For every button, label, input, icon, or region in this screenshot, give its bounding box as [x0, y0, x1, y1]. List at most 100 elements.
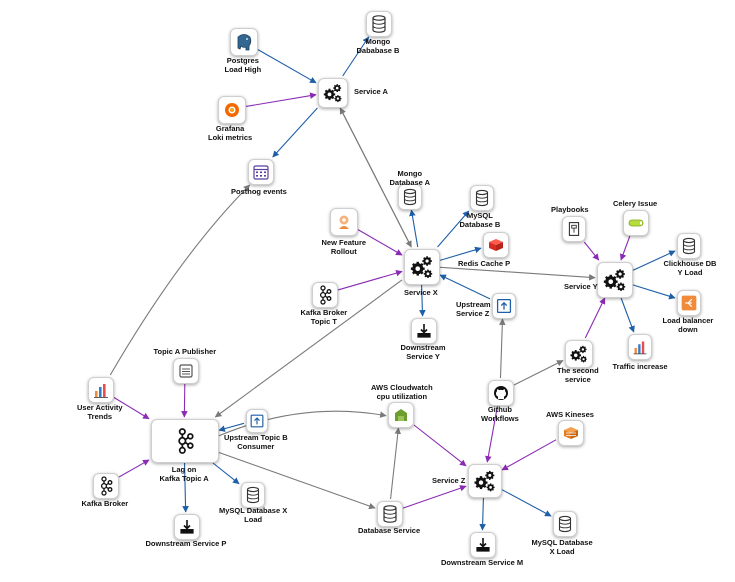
node-second-service[interactable] [565, 340, 593, 368]
node-load-balancer[interactable] [677, 290, 701, 316]
node-label-cloudwatch: AWS Cloudwatch cpu utilization [371, 383, 433, 401]
edge-service-x-to-redis-p [439, 246, 482, 261]
edge-kafka-broker-to-kafka-topic-a [118, 459, 150, 478]
node-postgres[interactable] [230, 28, 258, 56]
edge-aws-kineses-to-service-z [501, 439, 557, 471]
node-mongo-b[interactable] [366, 11, 392, 37]
node-label-downstream-m: Downstream Service M [441, 558, 524, 567]
node-service-y[interactable] [597, 262, 633, 298]
node-celery[interactable] [623, 210, 649, 236]
node-label-kafka-topic-a: Lag on Kafka Topic A [159, 465, 209, 483]
node-kafka-topic-a[interactable] [151, 419, 219, 463]
cloudwatch-icon [389, 403, 413, 427]
node-label-grafana: Grafana Loki metrics [208, 124, 253, 142]
node-grafana[interactable] [218, 96, 246, 124]
node-label-downstream-y: Downstream Service Y [400, 343, 446, 361]
edge-kafka-topic-a-to-downstream-p [182, 462, 189, 513]
bar-chart-icon [89, 378, 113, 402]
node-label-service-y: Service Y [564, 282, 598, 291]
edge-cloudwatch-to-service-z [413, 424, 467, 467]
database-icon [471, 186, 493, 210]
download-tray-icon [175, 515, 199, 539]
kinesis-icon [559, 421, 583, 445]
node-traffic[interactable] [628, 334, 652, 360]
document-icon [563, 217, 585, 241]
feature-flag-icon [331, 209, 357, 235]
node-label-mysql-x-right: MySQL Database X Load [531, 538, 593, 556]
edge-service-y-to-clickhouse [632, 250, 676, 271]
edge-user-trends-to-posthog [109, 184, 251, 376]
node-label-feature-rollout: New Feature Rollout [321, 238, 367, 256]
redis-cube-icon [484, 233, 508, 257]
edge-github-to-second-service [513, 360, 564, 386]
node-downstream-y[interactable] [411, 318, 437, 344]
node-label-mysql-b: MySQL Database B [459, 211, 501, 229]
node-user-trends[interactable] [88, 377, 114, 403]
edge-kafka-topic-a-to-mysql-x-left [212, 462, 240, 485]
node-downstream-m[interactable] [470, 532, 496, 558]
node-label-topic-a-pub: Topic A Publisher [153, 347, 217, 356]
node-database-service[interactable] [377, 501, 403, 527]
edge-kafka-topic-a-to-cloudwatch [218, 410, 387, 437]
edge-kafka-t-to-service-x [337, 269, 403, 291]
node-label-aws-kineses: AWS Kineses [546, 410, 594, 419]
node-label-mysql-x-left: MySQL Database X Load [219, 506, 288, 524]
node-mysql-x-left[interactable] [241, 482, 265, 508]
edge-service-x-to-service-a [339, 107, 412, 248]
upload-icon [247, 410, 267, 432]
github-icon [489, 381, 513, 405]
upload-icon [493, 294, 515, 318]
node-label-user-trends: User Activity Trends [77, 403, 123, 421]
node-mysql-b[interactable] [470, 185, 494, 211]
edge-second-service-to-service-y [584, 297, 606, 339]
edge-user-trends-to-kafka-topic-a [113, 397, 150, 420]
node-label-second-service: The second service [557, 366, 599, 384]
node-mysql-x-right[interactable] [553, 511, 577, 537]
kafka-icon [169, 425, 201, 457]
node-posthog[interactable] [248, 159, 274, 185]
node-label-mongo-a: Mongo Database A [389, 169, 431, 187]
node-label-service-x: Service X [404, 288, 438, 297]
database-icon [367, 12, 391, 36]
node-upstream-b[interactable] [246, 409, 268, 433]
node-kafka-t[interactable] [312, 282, 338, 308]
edge-celery-to-service-y [619, 235, 631, 261]
edge-database-service-to-service-z [402, 485, 467, 509]
edge-service-z-to-mysql-x-right [501, 489, 552, 517]
node-github[interactable] [488, 380, 514, 406]
node-service-a[interactable] [318, 78, 348, 108]
node-aws-kineses[interactable] [558, 420, 584, 446]
node-mongo-a[interactable] [398, 184, 422, 210]
node-kafka-broker[interactable] [93, 473, 119, 499]
edge-service-x-to-service-y [439, 266, 596, 281]
edge-service-x-to-kafka-topic-a [214, 279, 403, 418]
bar-chart-icon [629, 335, 651, 359]
grafana-icon [219, 97, 245, 123]
edge-service-y-to-traffic [620, 297, 635, 333]
calendar-icon [249, 160, 273, 184]
node-playbooks[interactable] [562, 216, 586, 242]
database-icon [399, 185, 421, 209]
node-service-z[interactable] [468, 464, 502, 498]
node-label-posthog: Posthog events [231, 187, 287, 196]
node-label-upstream-b: Upstream Topic B Consumer [224, 433, 288, 451]
node-feature-rollout[interactable] [330, 208, 358, 236]
node-redis-p[interactable] [483, 232, 509, 258]
node-label-service-z: Service Z [432, 476, 466, 485]
node-downstream-p[interactable] [174, 514, 200, 540]
node-label-downstream-p: Downstream Service P [145, 539, 227, 548]
node-clickhouse[interactable] [677, 233, 701, 259]
node-label-service-a: Service A [354, 87, 388, 96]
node-topic-a-pub[interactable] [173, 358, 199, 384]
node-cloudwatch[interactable] [388, 402, 414, 428]
node-upstream-z[interactable] [492, 293, 516, 319]
edge-grafana-to-service-a [245, 92, 317, 108]
node-label-kafka-t: Kafka Broker Topic T [300, 308, 348, 326]
node-label-load-balancer: Load balancer down [662, 316, 714, 334]
node-label-upstream-z: Upstream Service Z [456, 300, 491, 318]
node-label-redis-p: Redis Cache P [458, 259, 511, 268]
kafka-icon [94, 474, 118, 498]
node-service-x[interactable] [404, 249, 440, 285]
